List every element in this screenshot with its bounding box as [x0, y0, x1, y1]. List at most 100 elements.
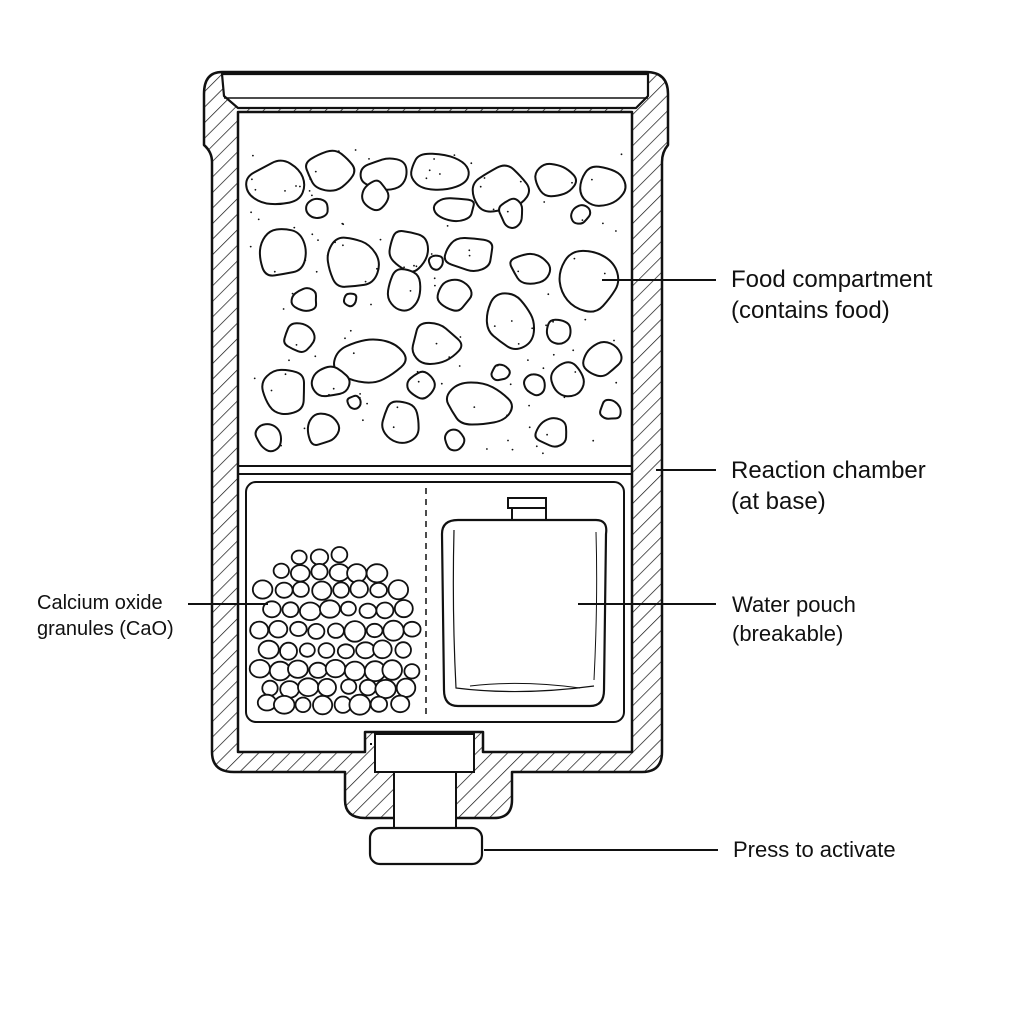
- food-speckle: [511, 448, 514, 451]
- food-chunk: [579, 165, 627, 207]
- label-water-line2: (breakable): [732, 620, 844, 646]
- food-speckle: [252, 154, 254, 157]
- food-speckle: [510, 320, 513, 322]
- granule: [311, 580, 333, 601]
- food-speckle: [354, 149, 357, 151]
- granule: [382, 619, 405, 642]
- food-speckle: [545, 324, 547, 327]
- granule: [355, 641, 376, 660]
- food-speckle: [314, 355, 317, 358]
- granule: [279, 641, 298, 661]
- food-chunk: [582, 340, 623, 378]
- food-speckle: [459, 336, 462, 338]
- food-speckle: [409, 290, 412, 292]
- food-speckle: [364, 280, 367, 283]
- food-chunk: [534, 417, 568, 448]
- water-pouch: [440, 497, 608, 708]
- food-speckle: [430, 253, 433, 255]
- food-speckle: [468, 249, 471, 252]
- granule: [294, 696, 312, 714]
- food-chunk: [361, 179, 390, 212]
- food-speckle: [250, 211, 253, 214]
- food-speckle: [379, 238, 382, 241]
- granule: [402, 620, 422, 638]
- food-chunk: [290, 287, 318, 312]
- granule: [318, 599, 341, 619]
- food-speckle: [584, 318, 587, 321]
- granule: [307, 623, 326, 640]
- food-speckle: [435, 342, 438, 345]
- food-speckle: [311, 233, 314, 236]
- food-chunk: [342, 292, 358, 308]
- food-speckle: [342, 223, 345, 226]
- food-speckle: [291, 292, 294, 295]
- granule: [336, 643, 355, 660]
- food-speckle: [314, 170, 317, 173]
- granule: [287, 659, 309, 679]
- granule: [289, 620, 308, 637]
- food-chunk: [490, 363, 511, 382]
- granule: [369, 695, 388, 713]
- label-food-line2: (contains food): [731, 297, 890, 325]
- food-speckle: [468, 254, 471, 257]
- activation-button[interactable]: [370, 733, 484, 866]
- food-chunk: [245, 159, 306, 206]
- label-cao-line1: Calcium oxide: [37, 592, 163, 614]
- label-press-to-activate: Press to activate: [733, 836, 896, 865]
- food-speckle: [280, 444, 282, 447]
- food-speckle: [273, 270, 276, 273]
- food-speckle: [507, 439, 509, 442]
- food-speckle: [342, 244, 344, 247]
- food-chunk: [326, 236, 380, 288]
- food-speckle: [547, 293, 550, 296]
- food-speckle: [326, 254, 329, 257]
- food-speckle: [434, 284, 436, 287]
- food-speckle: [254, 188, 257, 191]
- food-chunk: [485, 292, 536, 350]
- label-reaction-chamber: Reaction chamber (at base): [731, 455, 926, 517]
- granule: [393, 599, 414, 619]
- food-speckle: [257, 218, 260, 221]
- food-chunk: [386, 268, 422, 312]
- granule: [317, 678, 337, 698]
- food-speckle: [392, 426, 395, 429]
- food-speckle: [528, 404, 530, 407]
- food-chunk: [498, 197, 524, 229]
- granule: [261, 679, 279, 697]
- food-speckle: [416, 370, 419, 373]
- food-speckle: [417, 380, 420, 383]
- food-speckle: [581, 219, 584, 222]
- food-speckle: [519, 180, 522, 183]
- granule: [374, 679, 397, 700]
- food-speckle: [509, 383, 512, 386]
- food-speckle: [613, 339, 615, 342]
- food-speckle: [552, 353, 555, 356]
- food-speckle: [506, 414, 508, 417]
- food-speckle: [428, 169, 431, 172]
- food-speckle: [483, 177, 486, 179]
- food-chunk: [550, 361, 585, 398]
- food-speckle: [493, 325, 496, 327]
- food-speckle: [620, 153, 623, 156]
- granule: [289, 564, 311, 583]
- granule: [330, 546, 349, 564]
- food-chunk: [444, 428, 466, 452]
- label-reaction-line2: (at base): [731, 488, 826, 516]
- calcium-oxide-granules: [248, 546, 422, 716]
- granule: [340, 678, 358, 695]
- food-chunk: [258, 228, 307, 277]
- food-speckle: [359, 397, 361, 399]
- food-chunk: [599, 398, 622, 420]
- food-chunk: [406, 370, 436, 400]
- food-speckle: [366, 402, 368, 405]
- food-speckle: [573, 257, 576, 260]
- food-chunk: [534, 162, 577, 198]
- food-speckle: [591, 178, 593, 181]
- food-speckle: [542, 367, 545, 370]
- food-speckle: [334, 241, 336, 244]
- granule: [365, 622, 384, 639]
- food-speckle: [309, 178, 311, 180]
- food-chunk: [254, 423, 283, 453]
- food-chunk: [523, 373, 546, 397]
- granule: [281, 601, 300, 618]
